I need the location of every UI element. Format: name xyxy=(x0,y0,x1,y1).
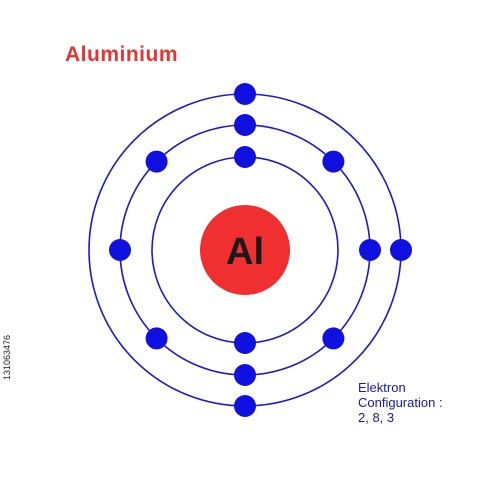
electron-shell-2-4 xyxy=(322,327,345,350)
electron-shell-3-2 xyxy=(390,239,412,261)
electron-shell-2-8 xyxy=(145,150,168,173)
nucleus-symbol: Al xyxy=(226,231,264,273)
electron-configuration: Elektron Configuration : 2, 8, 3 xyxy=(358,380,443,425)
electron-shell-2-3 xyxy=(359,239,381,261)
electron-shell-2-7 xyxy=(109,239,131,261)
config-label-1: Elektron xyxy=(358,380,406,395)
electron-shell-2-6 xyxy=(145,327,168,350)
nucleus-circle xyxy=(200,205,290,295)
electron-shell-3-1 xyxy=(234,83,256,105)
electron-shell-3-3 xyxy=(234,395,256,417)
electron-shell-2-5 xyxy=(234,364,256,386)
electron-shell-1-1 xyxy=(234,146,256,168)
element-title: Aluminium xyxy=(65,43,178,66)
config-value: 2, 8, 3 xyxy=(358,410,395,425)
electron-shell-1-2 xyxy=(234,332,256,354)
electrons xyxy=(109,83,412,417)
stock-code: 131063476 xyxy=(2,334,12,380)
electron-shell-2-1 xyxy=(234,114,256,136)
nucleus: Al xyxy=(200,205,290,295)
electron-shell-2-2 xyxy=(322,150,345,173)
config-label-2: Configuration : xyxy=(358,395,443,410)
